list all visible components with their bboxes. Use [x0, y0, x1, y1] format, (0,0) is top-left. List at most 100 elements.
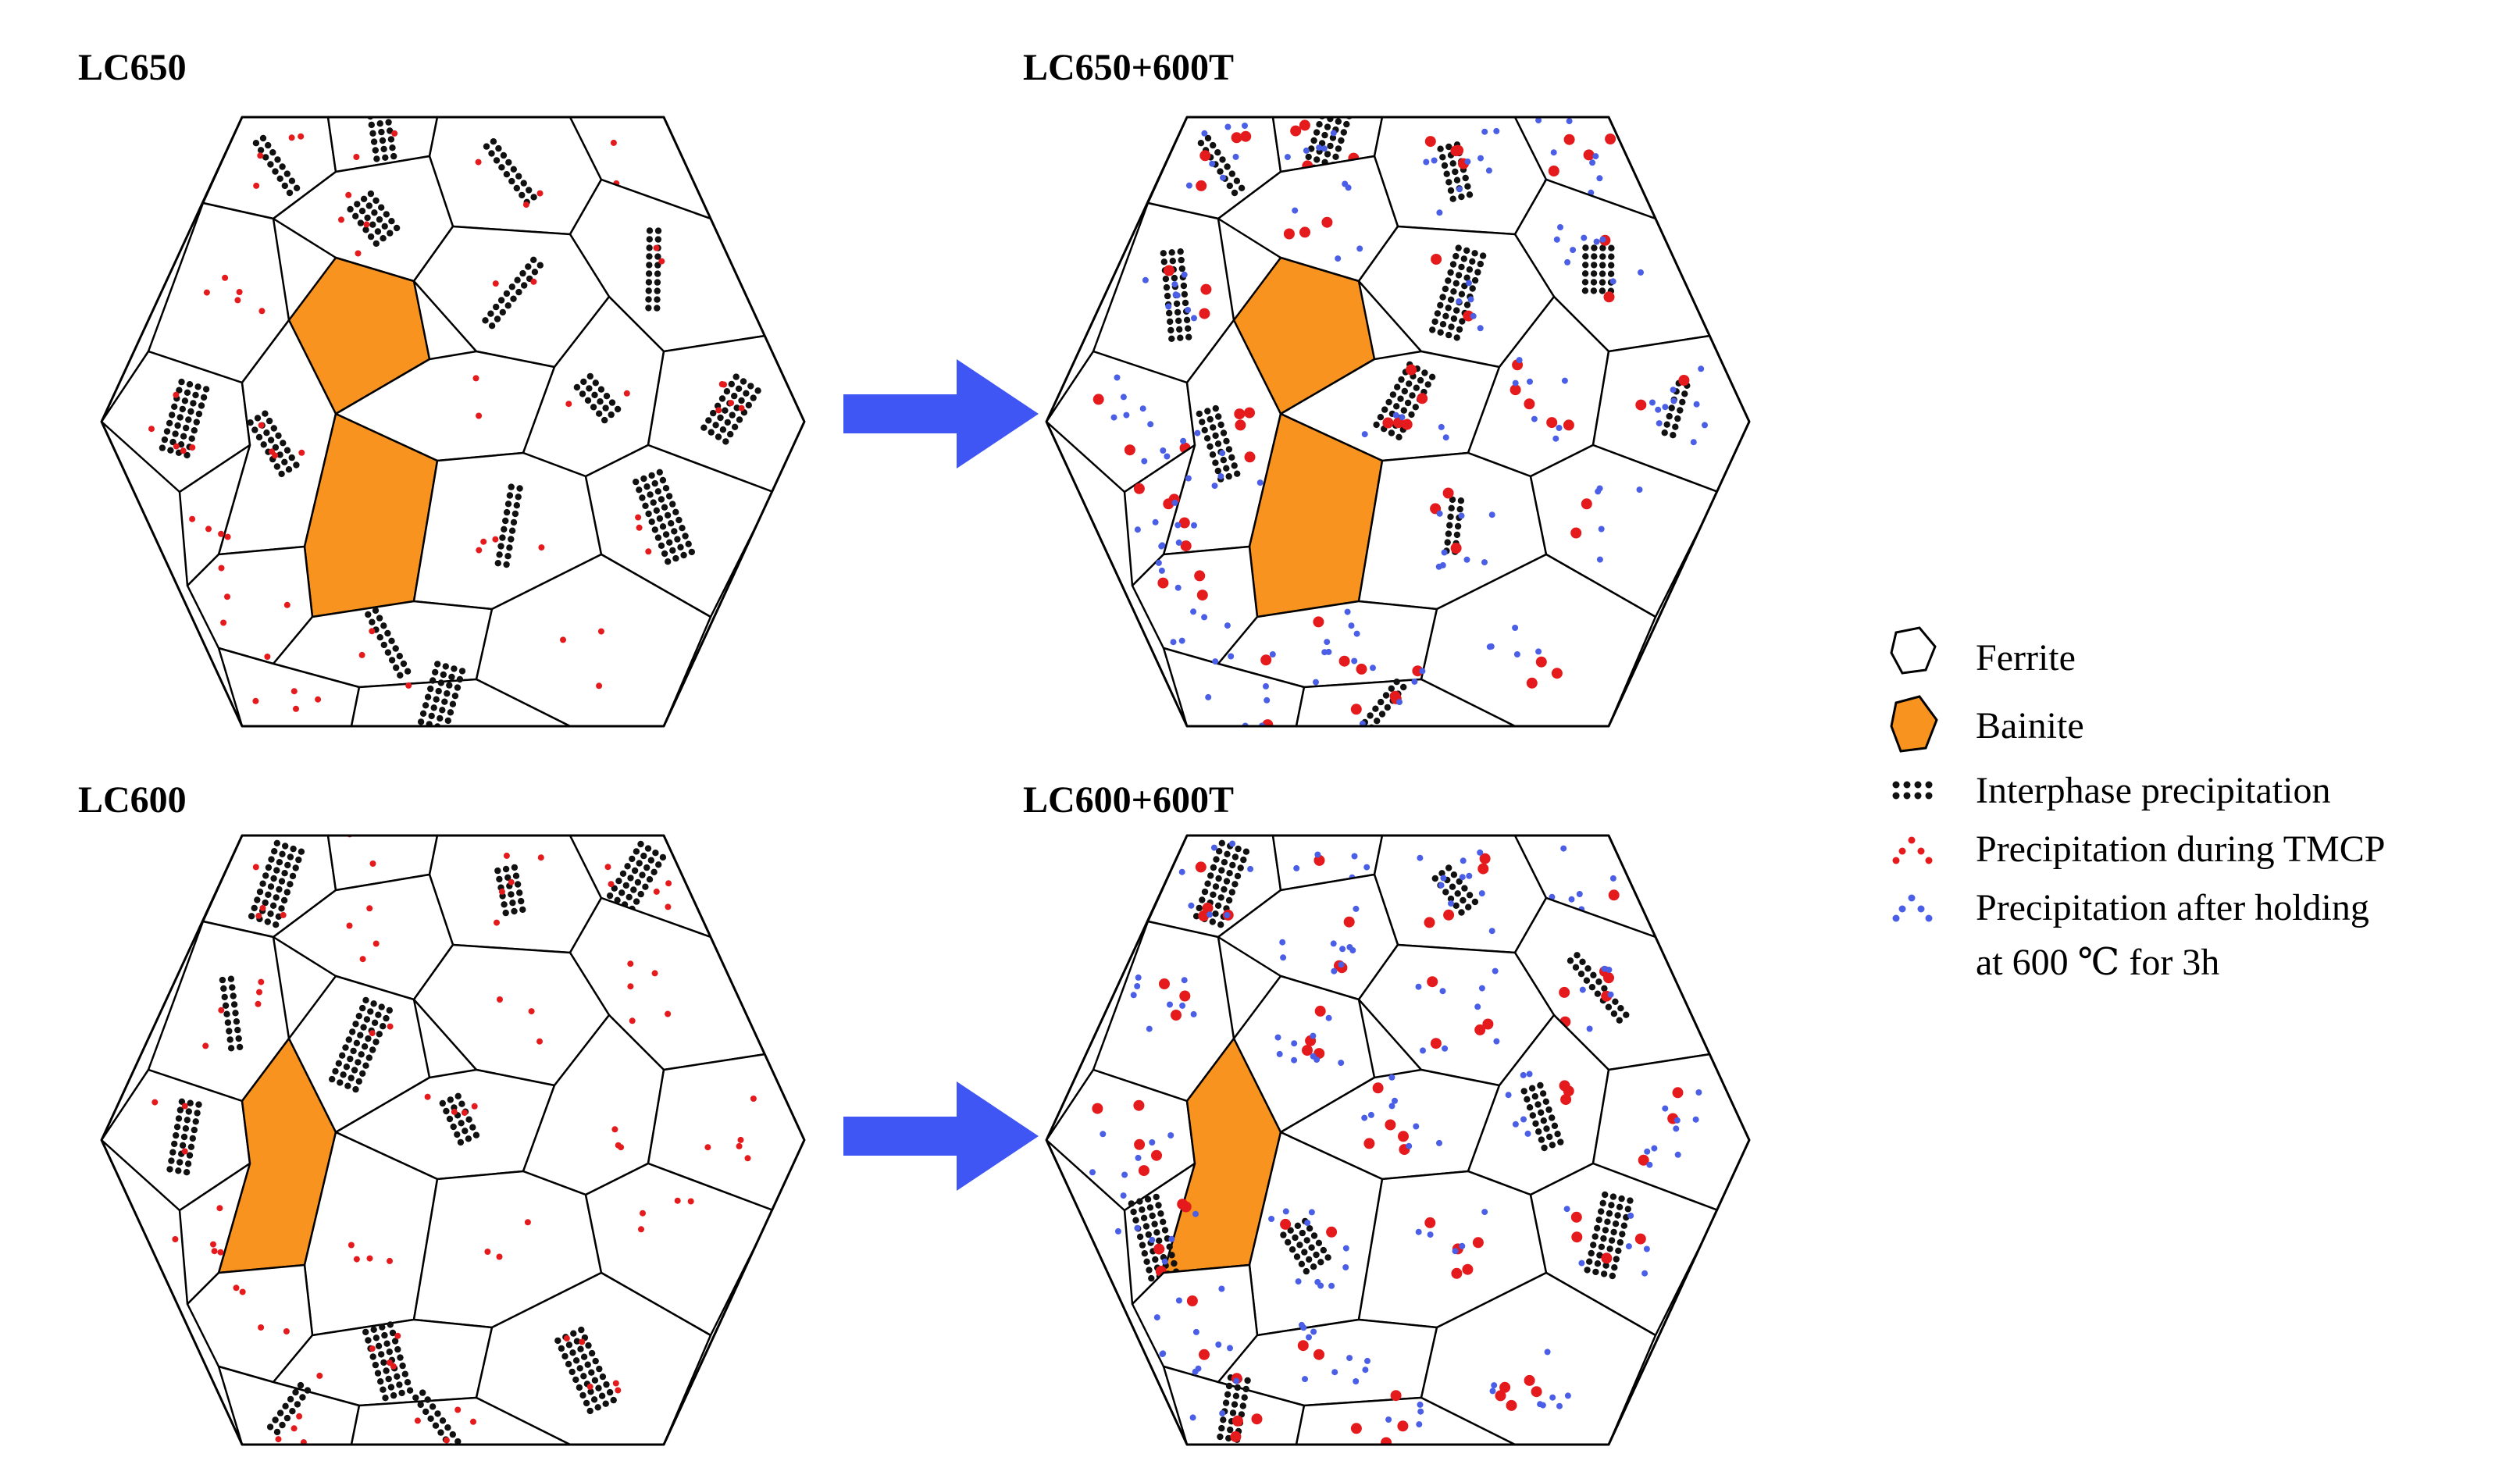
interphase-precipitate	[264, 918, 271, 925]
interphase-precipitate	[1223, 437, 1230, 445]
tmcp-precipitate	[1196, 180, 1207, 191]
tmcp-precipitate	[387, 1023, 394, 1030]
interphase-precipitate	[618, 889, 626, 896]
tmcp-precipitate	[397, 824, 404, 830]
holding-precipitate	[1229, 840, 1236, 847]
holding-precipitate	[1609, 278, 1616, 285]
interphase-precipitate	[633, 898, 640, 905]
interphase-precipitate	[1377, 414, 1385, 421]
interphase-precipitate	[171, 1140, 178, 1148]
interphase-precipitate	[608, 399, 616, 406]
interphase-precipitate	[1599, 287, 1606, 294]
interphase-precipitate	[441, 698, 448, 705]
interphase-precipitate	[382, 1395, 389, 1402]
interphase-precipitate	[421, 737, 427, 743]
interphase-precipitate	[281, 870, 288, 877]
interphase-precipitate	[397, 1354, 404, 1361]
interphase-precipitate	[1384, 704, 1391, 711]
holding-precipitate	[1566, 118, 1573, 125]
tmcp-precipitate	[560, 636, 566, 643]
tmcp-precipitate	[234, 297, 241, 304]
tmcp-precipitate	[627, 983, 634, 990]
interphase-precipitate	[1599, 244, 1606, 251]
right-arrow-icon	[843, 359, 1039, 469]
interphase-precipitate	[1602, 1227, 1609, 1234]
interphase-precipitate	[469, 1124, 476, 1131]
interphase-precipitate	[662, 485, 670, 492]
legend-dot	[1917, 847, 1925, 855]
interphase-precipitate	[188, 435, 195, 442]
interphase-precipitate	[1454, 890, 1461, 897]
interphase-precipitate	[558, 1345, 565, 1352]
interphase-precipitate	[504, 302, 511, 309]
interphase-precipitate	[495, 144, 502, 152]
tmcp-precipitate	[211, 1248, 218, 1255]
interphase-precipitate	[505, 159, 512, 166]
interphase-precipitate	[1143, 1258, 1150, 1265]
interphase-precipitate	[1171, 274, 1178, 282]
interphase-precipitate	[388, 657, 396, 664]
interphase-precipitate	[573, 1338, 581, 1345]
holding-precipitate	[1442, 434, 1449, 441]
interphase-precipitate	[1378, 711, 1386, 718]
tmcp-precipitate	[1186, 1295, 1198, 1306]
interphase-precipitate	[1577, 971, 1585, 978]
holding-precipitate	[1191, 315, 1197, 322]
interphase-precipitate	[561, 1352, 569, 1360]
tmcp-precipitate	[252, 864, 259, 871]
interphase-precipitate	[362, 226, 369, 233]
tmcp-precipitate	[1343, 916, 1355, 928]
interphase-precipitate	[299, 1394, 306, 1401]
interphase-precipitate	[651, 526, 658, 533]
interphase-precipitate	[483, 143, 490, 150]
interphase-precipitate	[462, 1128, 469, 1135]
interphase-precipitate	[1452, 252, 1460, 260]
tmcp-precipitate	[353, 1256, 360, 1263]
interphase-precipitate	[367, 233, 375, 241]
interphase-precipitate	[1178, 265, 1185, 273]
interphase-precipitate	[278, 878, 286, 885]
interphase-precipitate	[269, 902, 277, 909]
holding-precipitate	[1581, 234, 1588, 241]
holding-precipitate	[1205, 693, 1212, 700]
holding-precipitate	[1158, 543, 1165, 550]
holding-precipitate	[1491, 1382, 1498, 1389]
holding-precipitate	[1674, 1151, 1681, 1158]
holding-precipitate	[1180, 437, 1187, 444]
interphase-precipitate	[465, 1135, 472, 1142]
interphase-precipitate	[1591, 244, 1598, 251]
interphase-precipitate	[732, 373, 740, 380]
interphase-precipitate	[651, 479, 658, 487]
tmcp-precipitate	[372, 940, 380, 947]
tmcp-precipitate	[151, 1099, 159, 1106]
interphase-precipitate	[647, 857, 654, 864]
interphase-precipitate	[1142, 1223, 1150, 1230]
interphase-precipitate	[1458, 263, 1465, 271]
holding-precipitate	[1420, 1047, 1426, 1054]
interphase-precipitate	[276, 1409, 284, 1416]
interphase-precipitate	[351, 1067, 358, 1074]
interphase-precipitate	[1417, 376, 1424, 384]
holding-precipitate	[1114, 374, 1121, 381]
interphase-precipitate	[599, 1373, 607, 1381]
interphase-precipitate	[380, 1023, 387, 1030]
tmcp-precipitate	[658, 258, 665, 265]
holding-precipitate	[1293, 864, 1300, 871]
holding-precipitate	[1279, 939, 1286, 946]
interphase-precipitate	[254, 415, 262, 422]
interphase-precipitate	[1397, 395, 1404, 402]
tmcp-precipitate	[216, 1205, 223, 1212]
tmcp-precipitate	[604, 864, 611, 871]
interphase-precipitate	[365, 105, 372, 111]
interphase-precipitate	[665, 558, 672, 565]
interphase-precipitate	[1167, 326, 1174, 334]
interphase-precipitate	[406, 1387, 414, 1394]
tmcp-precipitate	[687, 1198, 694, 1205]
tmcp-precipitate	[1563, 134, 1575, 145]
interphase-precipitate	[1332, 99, 1338, 105]
interphase-precipitate	[439, 1099, 446, 1107]
tmcp-precipitate	[653, 244, 660, 251]
tmcp-precipitate	[369, 1345, 376, 1352]
interphase-precipitate	[728, 380, 735, 388]
tmcp-precipitate	[665, 880, 672, 887]
